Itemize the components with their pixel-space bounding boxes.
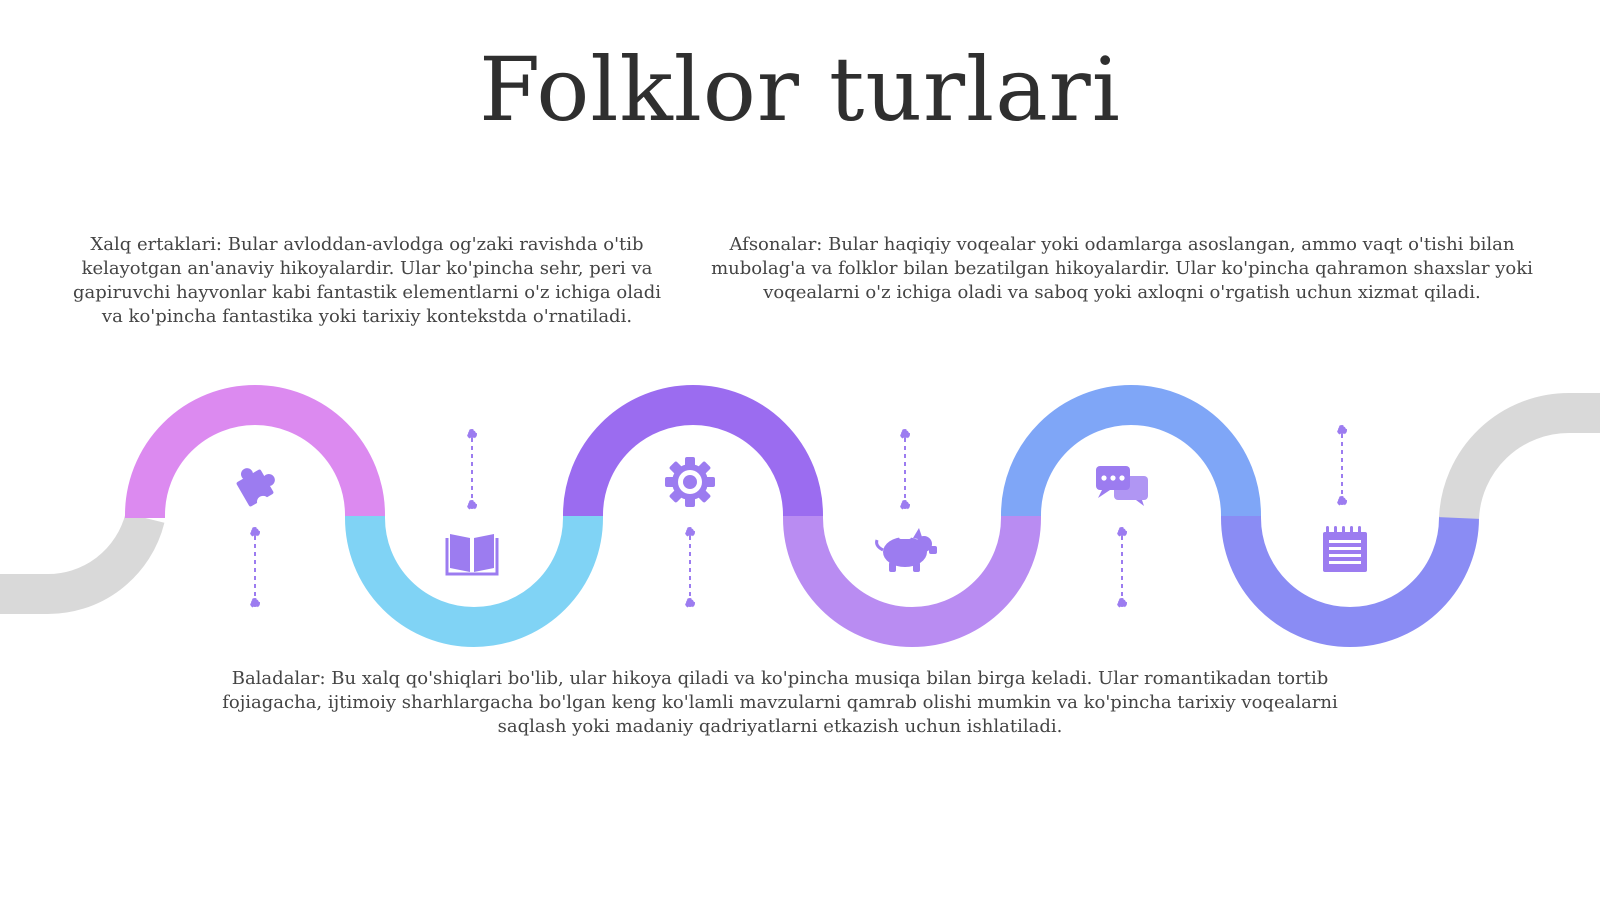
- wave-segment-cyan: [345, 516, 603, 647]
- afsonalar-text: Afsonalar: Bular haqiqiy voqealar yoki o…: [711, 234, 1533, 303]
- pin-2: [467, 429, 477, 510]
- wave-segment-blue: [1001, 385, 1261, 518]
- pin-1: [250, 527, 260, 608]
- baladalar-text: Baladalar: Bu xalq qo'shiqlari bo'lib, u…: [222, 668, 1338, 737]
- wave-segment-gray-left: [0, 512, 165, 615]
- gear-icon: [665, 457, 715, 507]
- xalq-ertaklari-text: Xalq ertaklari: Bular avloddan-avlodga o…: [73, 234, 661, 327]
- wave-segment-pink: [125, 385, 385, 518]
- page-title: Folklor turlari: [479, 38, 1121, 141]
- pin-3: [685, 527, 695, 608]
- wave-segment-gray-right: [1439, 392, 1600, 520]
- wave-segment-indigo: [1221, 516, 1479, 647]
- wave-segment-lavender: [783, 516, 1041, 647]
- pin-4: [900, 429, 910, 510]
- notepad-icon: [1323, 526, 1367, 572]
- piggy-bank-icon: [875, 528, 937, 572]
- pin-6: [1337, 425, 1347, 506]
- wave-segment-purple: [563, 385, 823, 518]
- pin-5: [1117, 527, 1127, 608]
- chat-bubbles-icon: [1096, 466, 1148, 506]
- book-icon: [445, 534, 499, 576]
- puzzle-icon: [236, 468, 275, 508]
